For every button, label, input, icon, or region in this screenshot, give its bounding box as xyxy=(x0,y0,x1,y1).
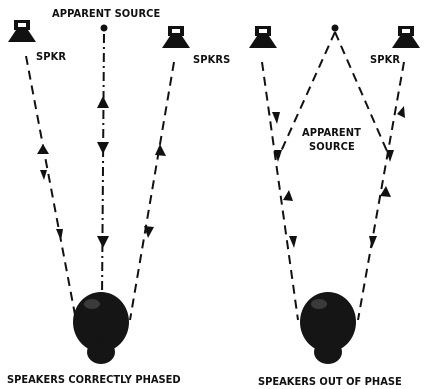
right-panel: SPKR APPARENT SOURCE SPEAKERS OUT OF PHA… xyxy=(249,24,420,388)
arrow-down-icon xyxy=(386,150,394,162)
arrow-down-icon xyxy=(144,226,154,238)
speaker-icon xyxy=(392,26,420,48)
arrow-up-icon xyxy=(283,190,293,201)
caption: SPEAKERS OUT OF PHASE xyxy=(258,375,402,388)
sound-ray xyxy=(357,61,405,321)
speaker-icon xyxy=(8,20,36,42)
arrow-down-icon xyxy=(97,236,109,248)
arrow-up-icon xyxy=(397,106,405,118)
arrow-down-icon xyxy=(369,236,377,248)
arrow-down-icon xyxy=(56,229,63,241)
speaker-label: SPKR xyxy=(370,53,400,66)
sound-ray xyxy=(277,31,336,159)
caption: SPEAKERS CORRECTLY PHASED xyxy=(7,373,181,386)
arrow-down-icon xyxy=(40,170,47,180)
speaker-label: SPKR xyxy=(36,50,66,63)
arrow-down-icon xyxy=(289,236,297,248)
arrow-down-icon xyxy=(274,150,282,162)
speaker-icon xyxy=(249,26,277,48)
arrow-up-icon xyxy=(37,144,49,154)
apparent-source-dot xyxy=(100,24,108,32)
sound-ray xyxy=(101,33,105,301)
apparent-source-label: APPARENT xyxy=(302,126,361,139)
listener-head-icon xyxy=(73,292,129,364)
listener-head-icon xyxy=(300,292,356,364)
sound-ray xyxy=(129,61,175,321)
apparent-source-label: SOURCE xyxy=(309,140,355,153)
apparent-source-label: APPARENT SOURCE xyxy=(52,7,161,20)
speaker-icon xyxy=(162,26,190,48)
sound-ray xyxy=(261,61,299,321)
arrow-up-icon xyxy=(97,96,109,108)
arrow-up-icon xyxy=(155,144,166,156)
arrow-down-icon xyxy=(272,112,280,124)
left-panel: SPKR APPARENT SOURCE SPKRS xyxy=(7,7,230,386)
center-point-dot xyxy=(331,24,339,32)
arrow-down-icon xyxy=(97,142,109,154)
arrow-up-icon xyxy=(380,186,391,197)
speaker-label: SPKRS xyxy=(193,53,230,66)
sound-ray xyxy=(334,31,391,159)
sound-ray xyxy=(25,55,77,321)
